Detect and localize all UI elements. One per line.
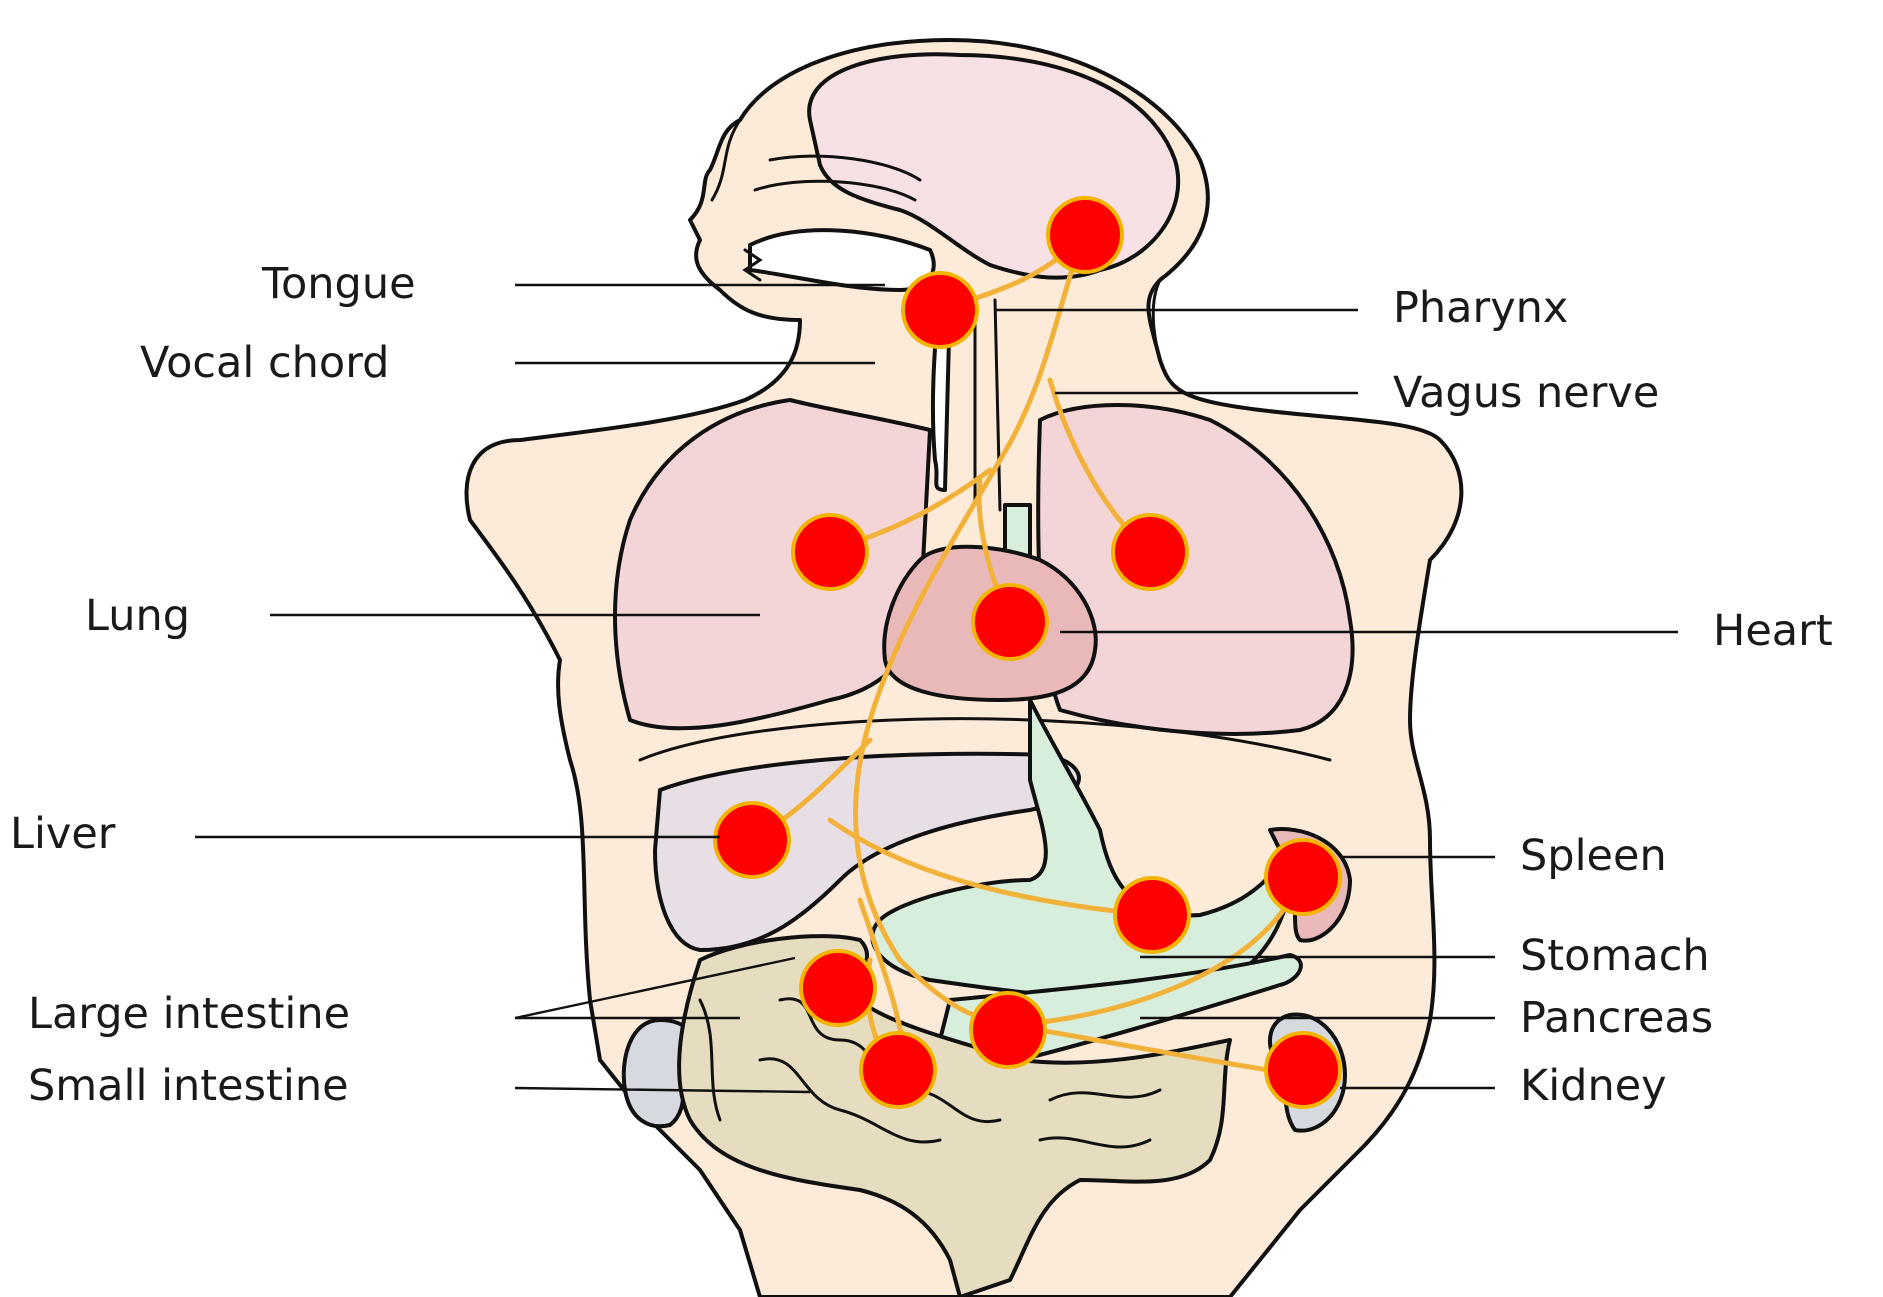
label-vocal-chord: Vocal chord	[140, 338, 389, 388]
label-tongue: Tongue	[261, 259, 416, 309]
marker-pancreas	[971, 993, 1045, 1067]
marker-spleen	[1266, 840, 1340, 914]
label-spleen: Spleen	[1520, 831, 1667, 881]
label-pharynx: Pharynx	[1393, 283, 1568, 333]
marker-stomach	[1115, 878, 1189, 952]
label-liver: Liver	[10, 809, 116, 859]
marker-large-intestine	[801, 951, 875, 1025]
label-large-intestine: Large intestine	[28, 989, 350, 1039]
marker-brainstem	[1048, 198, 1122, 272]
label-vagus-nerve: Vagus nerve	[1393, 368, 1659, 418]
marker-liver	[715, 803, 789, 877]
marker-pharynx	[903, 273, 977, 347]
marker-kidney	[1266, 1033, 1340, 1107]
marker-left-lung	[793, 515, 867, 589]
marker-heart	[973, 585, 1047, 659]
marker-right-lung	[1113, 515, 1187, 589]
marker-small-intestine	[861, 1033, 935, 1107]
label-lung: Lung	[85, 591, 190, 641]
label-stomach: Stomach	[1520, 931, 1710, 981]
label-small-intestine: Small intestine	[28, 1061, 349, 1111]
label-kidney: Kidney	[1520, 1061, 1667, 1111]
label-heart: Heart	[1713, 606, 1833, 656]
label-pancreas: Pancreas	[1520, 993, 1713, 1043]
